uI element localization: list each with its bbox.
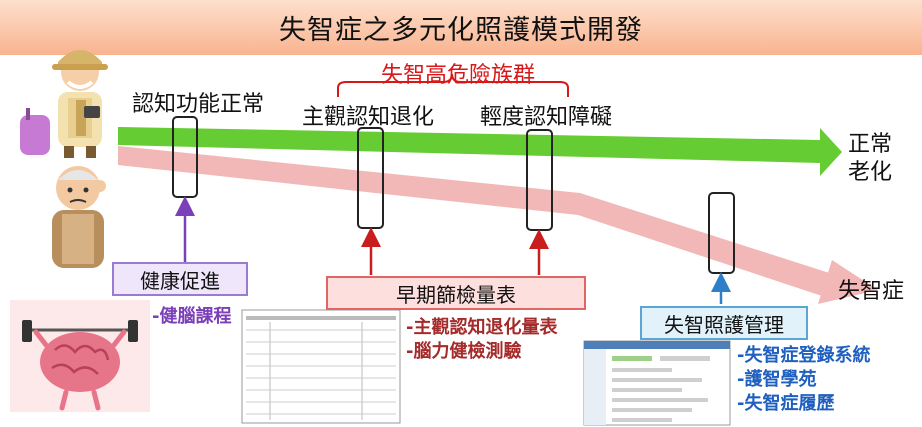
registry-system-thumbnail [583, 340, 731, 426]
health-promotion-label: 健康促進 [140, 268, 220, 293]
early-screening-item: -主觀認知退化量表 [406, 317, 558, 338]
outcome-normal-aging-line2: 老化 [848, 160, 893, 185]
early-screening-box: 早期篩檢量表 [326, 276, 586, 310]
stage-label-normal: 認知功能正常 [132, 92, 265, 117]
page-title: 失智症之多元化照護模式開發 [279, 15, 643, 46]
dementia-care-item: -護智學苑 [737, 369, 817, 390]
early-screening-items: -主觀認知退化量表 -腦力健檢測驗 [406, 316, 557, 364]
outcome-normal-aging-line1: 正常 [848, 132, 893, 157]
health-promotion-items: -健腦課程 [152, 305, 231, 329]
early-screening-item: -腦力健檢測驗 [406, 341, 522, 362]
dementia-pathway-arrow [118, 146, 845, 296]
title-bar: 失智症之多元化照護模式開發 [0, 0, 922, 55]
brain-weightlifting-icon [10, 300, 150, 412]
dementia-care-box: 失智照護管理 [640, 306, 808, 340]
elderly-worried-icon [52, 166, 106, 268]
stage-label-subjective: 主觀認知退化 [302, 105, 435, 130]
health-promotion-item: -健腦課程 [152, 306, 232, 327]
early-screening-label: 早期篩檢量表 [396, 282, 516, 307]
normal-aging-pathway-arrow [118, 127, 842, 176]
risk-group-bracket [337, 73, 569, 97]
dementia-care-item: -失智症履歷 [737, 393, 835, 414]
dementia-care-item: -失智症登錄系統 [737, 345, 871, 366]
dementia-care-label: 失智照護管理 [664, 312, 784, 337]
screening-form-thumbnail [241, 309, 401, 424]
stage-label-mild: 輕度認知障礙 [480, 105, 613, 130]
dementia-care-items: -失智症登錄系統 -護智學苑 -失智症履歷 [737, 344, 870, 416]
elderly-traveler-icon [20, 50, 108, 158]
outcome-normal-aging: 正常 老化 [848, 131, 892, 187]
outcome-dementia: 失智症 [838, 279, 905, 304]
health-promotion-box: 健康促進 [112, 262, 248, 296]
risk-group-title: 失智高危險族群 [381, 63, 536, 88]
